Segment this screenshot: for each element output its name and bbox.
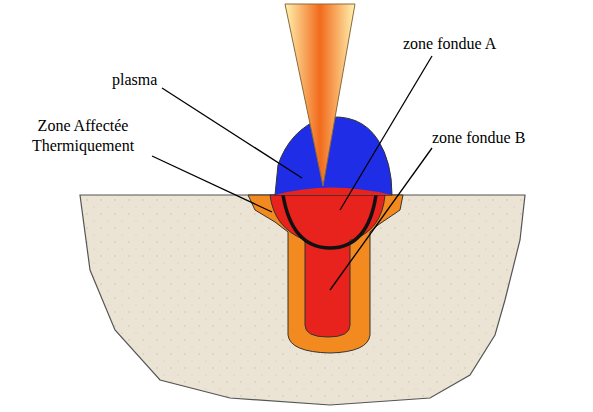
leader-lines bbox=[152, 56, 432, 290]
heat-affected-zone bbox=[248, 195, 403, 353]
workpiece bbox=[80, 195, 525, 405]
molten-zone bbox=[270, 195, 385, 337]
zone-label: Zone Affectée Thermiquement bbox=[8, 116, 158, 156]
zone-label: zone fondue A bbox=[403, 34, 496, 54]
laser-beam bbox=[285, 4, 355, 186]
melt-boundary bbox=[283, 195, 376, 248]
plasma-base bbox=[275, 188, 392, 196]
zone-label: zone fondue B bbox=[432, 128, 525, 148]
plasma-label: plasma bbox=[112, 70, 157, 90]
